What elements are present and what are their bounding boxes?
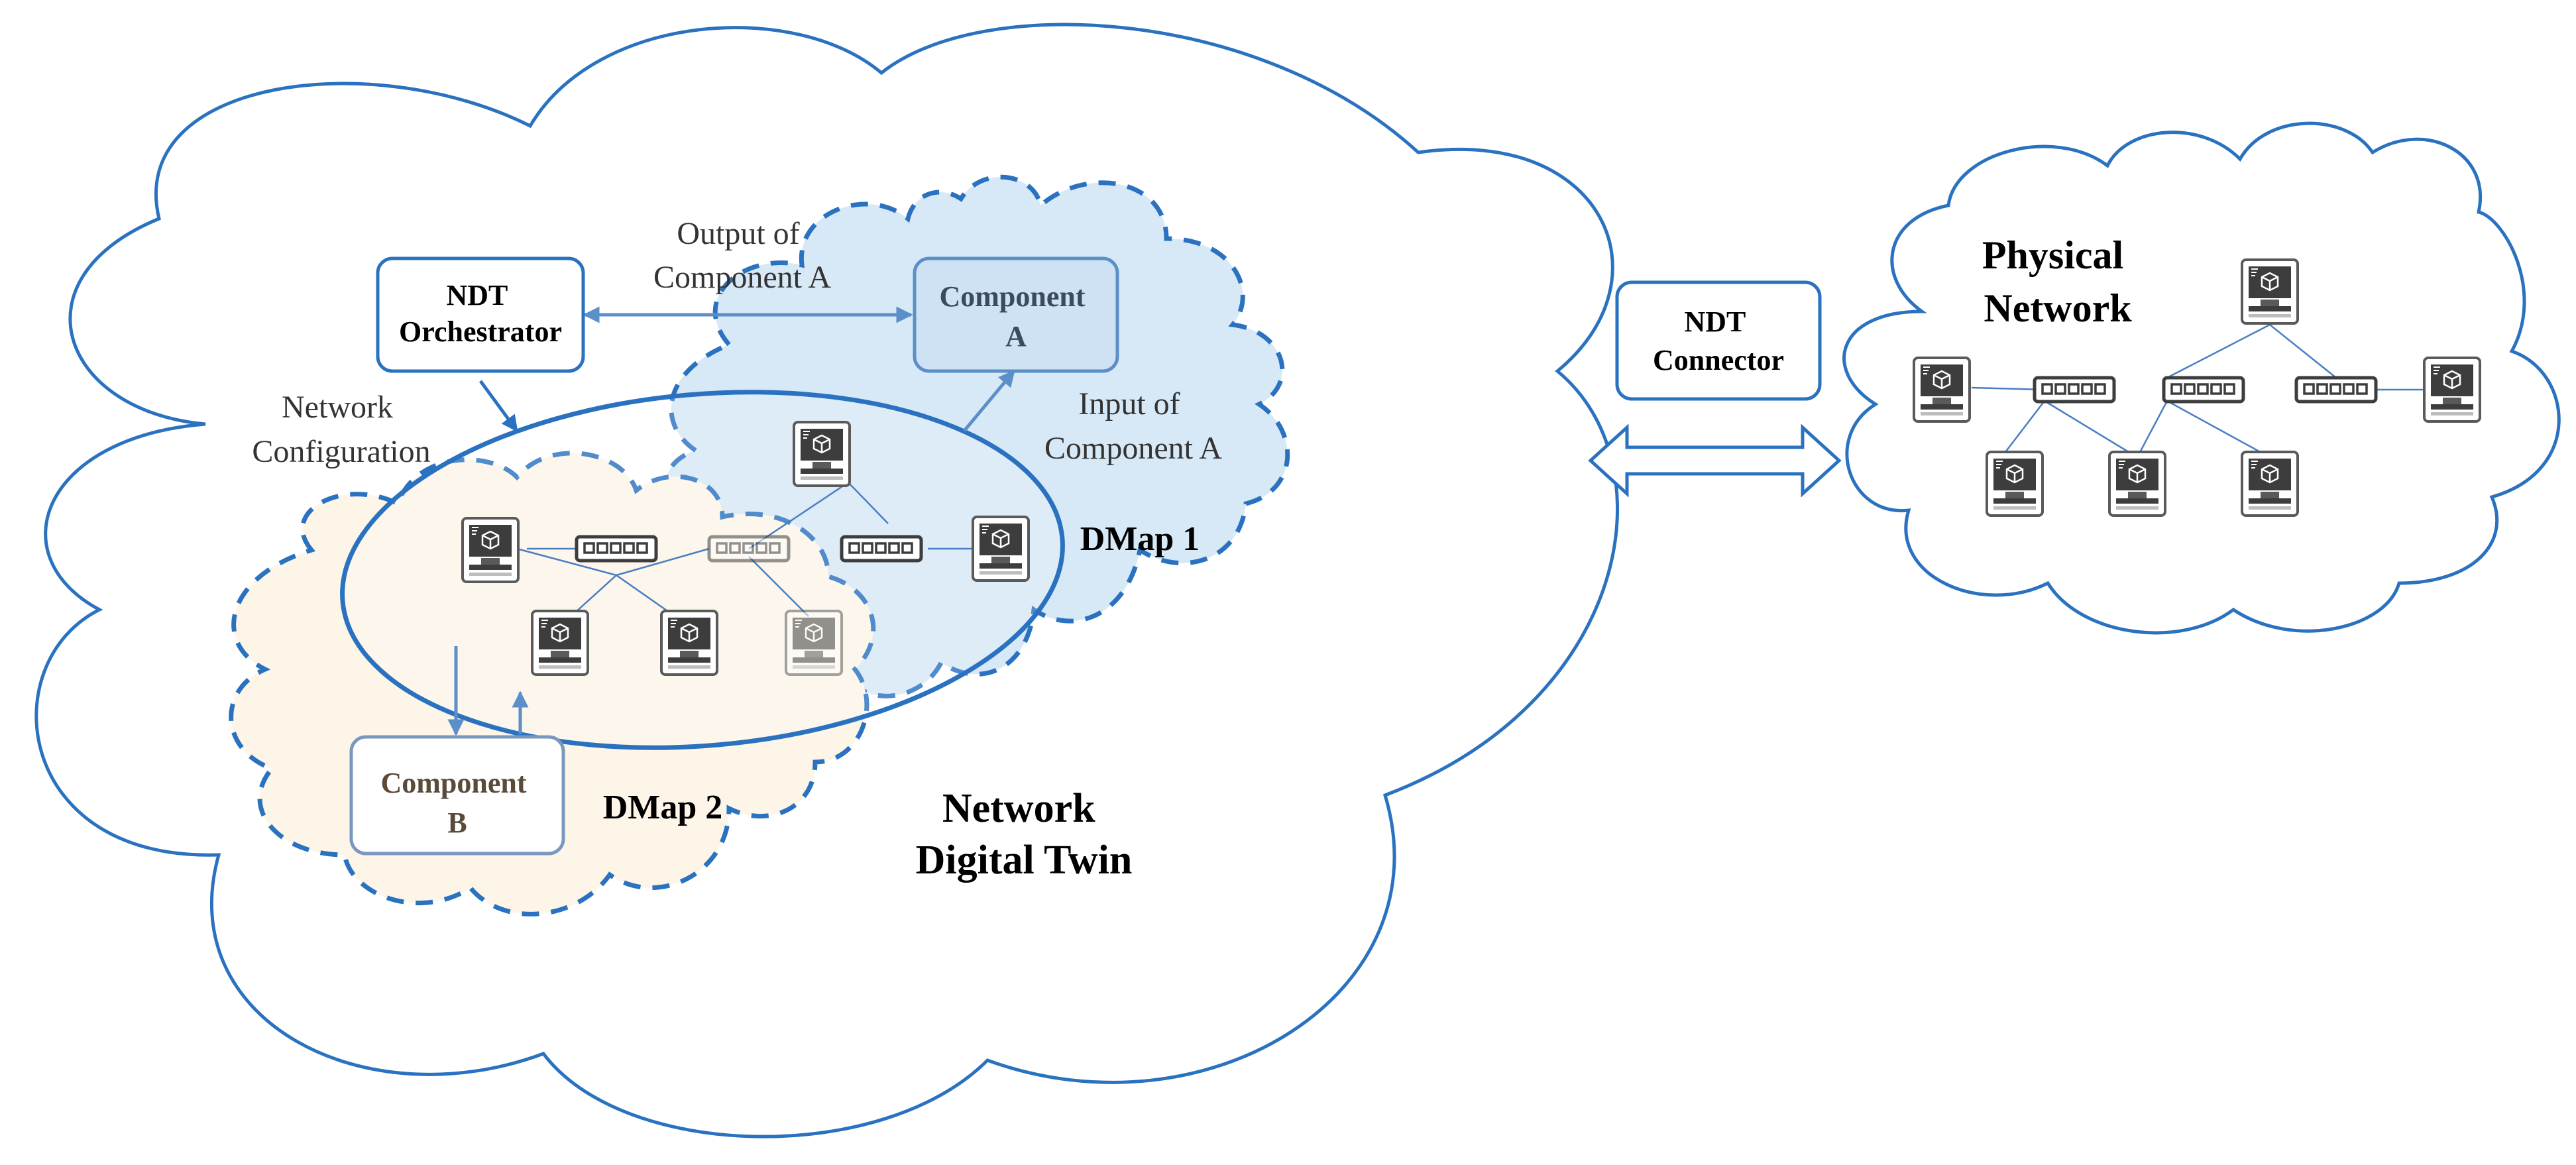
computer-icon xyxy=(2108,451,2166,517)
physical-topology-links xyxy=(1971,323,2429,459)
computer-icon xyxy=(531,610,589,676)
network-digital-twin-label: Network Digital Twin xyxy=(916,786,1133,883)
computer-icon xyxy=(2241,451,2299,517)
network-configuration-label: Network Configuration xyxy=(252,390,430,469)
connector-label: NDT Connector xyxy=(1653,305,1784,376)
dmap1-label: DMap 1 xyxy=(1080,520,1200,558)
switch-icon xyxy=(2035,378,2114,402)
switch-icon xyxy=(577,537,656,561)
bidirectional-arrow-icon xyxy=(1588,423,1842,498)
computer-icon xyxy=(2423,357,2481,423)
component-b-box[interactable] xyxy=(349,735,565,856)
orchestrator-label: NDT Orchestrator xyxy=(399,279,562,348)
computer-icon xyxy=(1986,451,2044,517)
network-config-arrow xyxy=(478,380,519,433)
switch-icon xyxy=(709,537,789,561)
computer-icon xyxy=(461,517,520,583)
input-of-component-a-label: Input of Component A xyxy=(1044,386,1222,466)
dmap2-label: DMap 2 xyxy=(603,789,723,826)
computer-icon xyxy=(1913,357,1971,423)
physical-network-label: Physical Network xyxy=(1982,233,2133,330)
input-of-component-a-arrow xyxy=(963,370,1015,432)
component-a-label: Component A xyxy=(939,280,1092,353)
switch-icon xyxy=(842,537,921,561)
computer-icon xyxy=(972,516,1030,582)
ndt-orchestrator-box[interactable] xyxy=(376,256,585,373)
component-b-label: Component B xyxy=(380,767,533,839)
computer-icon xyxy=(660,610,718,676)
computer-icon xyxy=(785,610,843,676)
switch-icon xyxy=(2296,378,2376,402)
computer-icon xyxy=(793,421,851,487)
component-a-box[interactable] xyxy=(913,256,1119,373)
output-of-component-a-label: Output of Component A xyxy=(653,216,831,295)
computer-icon xyxy=(2241,258,2299,325)
switch-icon xyxy=(2164,378,2243,402)
network-scope-ellipse xyxy=(340,390,1065,750)
ndt-connector-box[interactable] xyxy=(1615,280,1822,401)
